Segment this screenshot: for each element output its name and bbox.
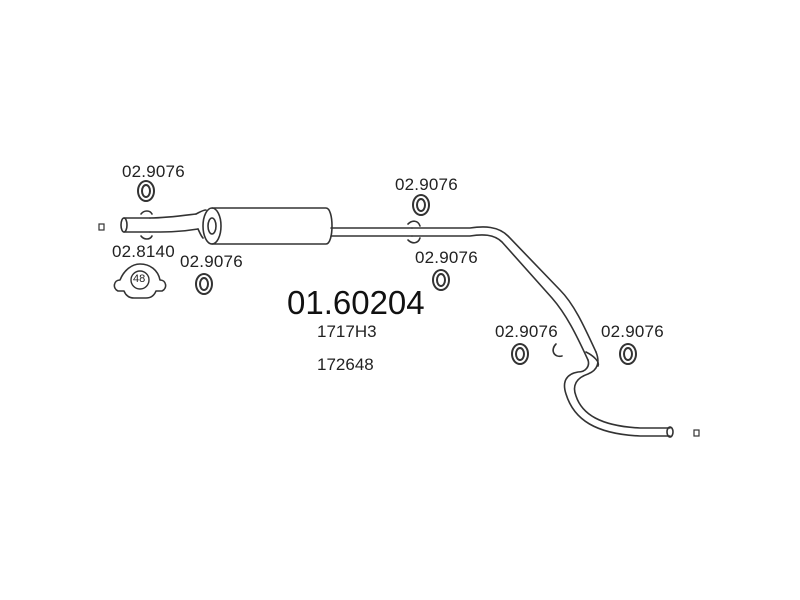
clamp-size-label: 48 [133, 273, 146, 285]
rubber-ring-icon [412, 194, 430, 216]
rear-pipe [552, 343, 674, 438]
ring-code-label: 02.9076 [415, 248, 478, 267]
clamp-icon [113, 263, 167, 299]
rubber-ring-icon [432, 269, 450, 291]
middle-pipe [330, 220, 597, 361]
reference-code-1: 1717H3 [317, 322, 377, 341]
ring-code-label: 02.9076 [122, 162, 185, 181]
rear-end-marker [693, 429, 700, 437]
ring-code-label: 02.9076 [395, 175, 458, 194]
reference-code-2: 172648 [317, 355, 374, 374]
rubber-ring-icon [195, 273, 213, 295]
front-pipe [120, 210, 199, 240]
part-number: 01.60204 [287, 284, 425, 321]
rubber-ring-icon [511, 343, 529, 365]
ring-code-label: 02.9076 [495, 322, 558, 341]
ring-code-label: 02.9076 [180, 252, 243, 271]
rubber-ring-icon [619, 343, 637, 365]
center-muffler [195, 207, 333, 245]
clamp-code-label: 02.8140 [112, 242, 175, 261]
front-end-marker [98, 223, 105, 231]
ring-code-label: 02.9076 [601, 322, 664, 341]
rubber-ring-icon [137, 180, 155, 202]
